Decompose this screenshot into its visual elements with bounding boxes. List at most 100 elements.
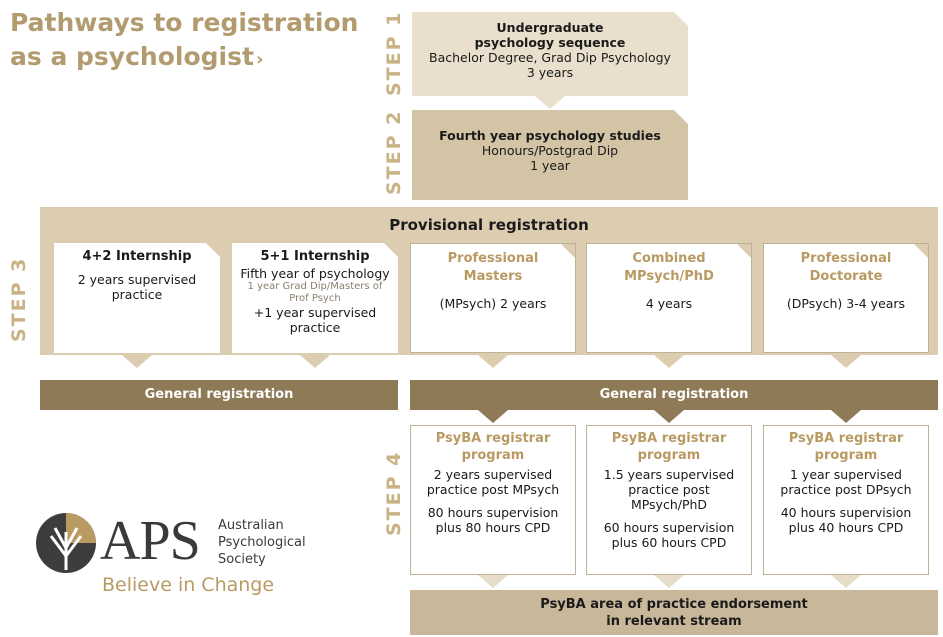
card-line: plus 40 hours CPD — [788, 520, 904, 535]
card-title: 4+2 Internship — [82, 249, 192, 264]
card-title-line: Doctorate — [809, 269, 883, 284]
down-arrow-icon — [122, 355, 152, 368]
down-arrow-icon — [654, 355, 684, 368]
step1-detail: Bachelor Degree, Grad Dip Psychology — [429, 50, 671, 65]
card-title-line: MPsych/PhD — [624, 269, 714, 284]
card-small-line: 1 year Grad Dip/Masters of — [247, 281, 383, 292]
card-title: 5+1 Internship — [260, 249, 370, 264]
card-line: 80 hours supervision — [427, 505, 559, 520]
card-title-line: Combined — [632, 251, 706, 266]
card-line: Fifth year of psychology — [240, 266, 390, 281]
step3-label: STEP 3 — [8, 256, 30, 342]
step1-label: STEP 1 — [383, 10, 405, 96]
card-line: 2 years supervised — [77, 272, 197, 287]
step1-duration: 3 years — [526, 65, 574, 80]
card-line: (MPsych) 2 years — [439, 296, 547, 311]
card-title: Professional Masters — [411, 250, 575, 286]
corner-notch — [206, 243, 220, 257]
step2-duration: 1 year — [530, 158, 570, 173]
general-registration-bar-right: General registration — [410, 380, 938, 410]
aps-logo-wordmark: APS — [100, 510, 201, 572]
down-arrow-icon — [654, 575, 684, 588]
title-line-2-text: as a psychologist — [10, 42, 254, 71]
step2-box: Fourth year psychology studies Honours/P… — [412, 110, 688, 200]
card-title: program — [461, 448, 525, 463]
card-line: 1.5 years supervised — [603, 467, 735, 482]
registrar-program-card-dpsych: PsyBA registrar program 1 year supervise… — [763, 425, 929, 575]
step1-title: Undergraduate — [496, 20, 604, 35]
card-title: Professional Doctorate — [764, 250, 928, 286]
down-arrow-icon — [478, 410, 508, 423]
card-title: PsyBA registrar — [611, 431, 727, 446]
provisional-registration-title: Provisional registration — [389, 216, 589, 234]
chevron-right-icon: › — [255, 49, 264, 70]
card-line: practice post DPsych — [780, 482, 912, 497]
card-line: 2 years supervised — [433, 467, 553, 482]
step2-title: Fourth year psychology studies — [439, 128, 661, 143]
endorsement-line-1: PsyBA area of practice endorsement — [540, 597, 808, 612]
step4-label: STEP 4 — [383, 450, 405, 536]
endorsement-line-2: in relevant stream — [606, 614, 742, 629]
title-line-2: as a psychologist› — [10, 40, 340, 77]
step1-arrow — [535, 96, 565, 109]
down-arrow-icon — [831, 355, 861, 368]
aps-name-line: Australian — [218, 518, 284, 533]
down-arrow-icon — [478, 575, 508, 588]
corner-notch — [384, 243, 398, 257]
corner-notch — [674, 12, 688, 26]
internship-5-1-card: 5+1 Internship Fifth year of psychology … — [232, 243, 398, 353]
down-arrow-icon — [831, 575, 861, 588]
aps-name-line: Psychological — [218, 535, 306, 550]
card-line: plus 60 hours CPD — [611, 535, 727, 550]
down-arrow-icon — [478, 355, 508, 368]
step1-box: Undergraduate psychology sequence Bachel… — [412, 12, 688, 96]
step2-detail: Honours/Postgrad Dip — [481, 143, 619, 158]
card-line: 1 year supervised — [790, 467, 902, 482]
aps-society-name: Australian Psychological Society — [218, 517, 306, 568]
aps-name-line: Society — [218, 552, 266, 567]
card-line: MPsych/PhD — [630, 497, 708, 512]
card-title: PsyBA registrar — [788, 431, 904, 446]
corner-notch — [674, 110, 688, 124]
aps-tagline: Believe in Change — [102, 574, 275, 596]
spacer — [587, 512, 751, 520]
card-line: practice post — [628, 482, 710, 497]
card-small-line: Prof Psych — [289, 293, 341, 304]
step2-label: STEP 2 — [383, 109, 405, 195]
spacer — [411, 497, 575, 505]
page-title: Pathways to registration as a psychologi… — [10, 6, 359, 77]
card-line: 40 hours supervision — [780, 505, 912, 520]
card-title-line: Professional — [800, 251, 892, 266]
card-line: (DPsych) 3-4 years — [786, 296, 906, 311]
step1-title-2: psychology sequence — [474, 35, 626, 50]
card-title: PsyBA registrar — [435, 431, 551, 446]
card-line: practice post MPsych — [426, 482, 560, 497]
title-line-1: Pathways to registration — [10, 8, 359, 37]
card-title: program — [814, 448, 878, 463]
spacer — [764, 497, 928, 505]
down-arrow-icon — [300, 355, 330, 368]
professional-masters-card: Professional Masters (MPsych) 2 years — [410, 243, 576, 353]
down-arrow-icon — [654, 410, 684, 423]
down-arrow-icon — [831, 410, 861, 423]
card-line: +1 year supervised — [253, 305, 377, 320]
registrar-program-card-mpsych: PsyBA registrar program 2 years supervis… — [410, 425, 576, 575]
card-title-line: Professional — [447, 251, 539, 266]
aps-logo-mark-icon — [35, 512, 97, 574]
card-line: practice — [111, 287, 163, 302]
professional-doctorate-card: Professional Doctorate (DPsych) 3-4 year… — [763, 243, 929, 353]
general-registration-bar-left: General registration — [40, 380, 398, 410]
card-line: 60 hours supervision — [603, 520, 735, 535]
combined-mpsych-phd-card: Combined MPsych/PhD 4 years — [586, 243, 752, 353]
registrar-program-card-mpsych-phd: PsyBA registrar program 1.5 years superv… — [586, 425, 752, 575]
card-title: program — [637, 448, 701, 463]
card-line: plus 80 hours CPD — [435, 520, 551, 535]
corner-notch — [914, 244, 928, 258]
card-line: practice — [289, 320, 341, 335]
card-title: Combined MPsych/PhD — [587, 250, 751, 286]
endorsement-bar: PsyBA area of practice endorsement in re… — [410, 590, 938, 635]
corner-notch — [737, 244, 751, 258]
card-line: 4 years — [645, 296, 693, 311]
card-title-line: Masters — [463, 269, 523, 284]
corner-notch — [561, 244, 575, 258]
